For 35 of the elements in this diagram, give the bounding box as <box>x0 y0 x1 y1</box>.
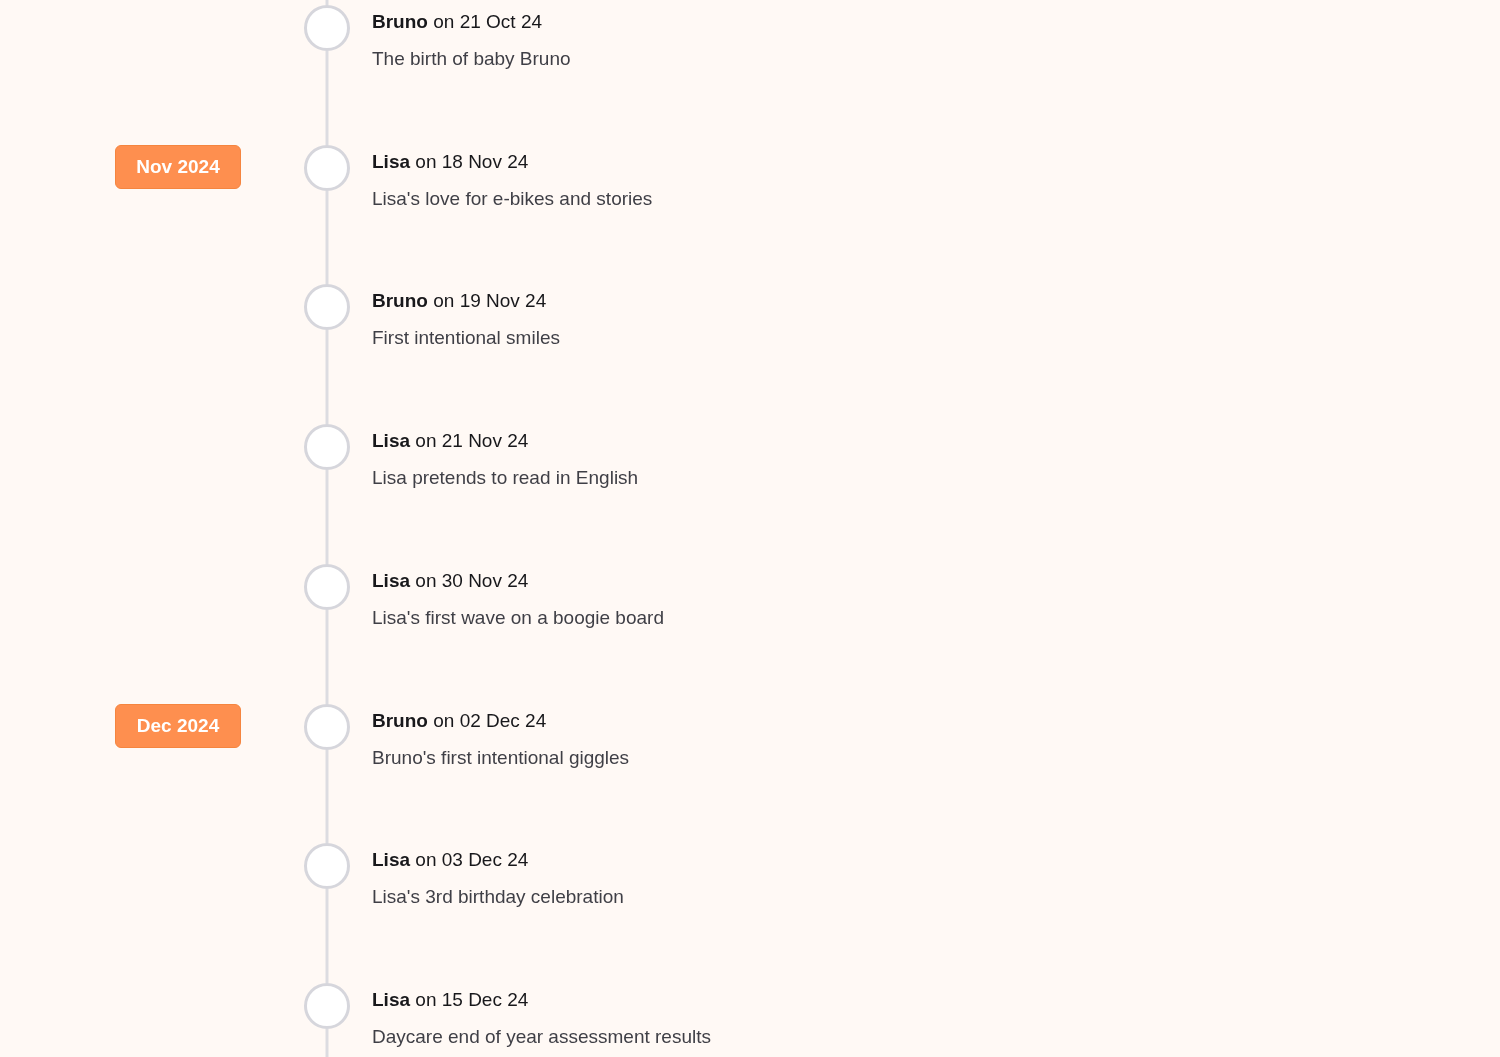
event-heading: Lisa on 03 Dec 24 <box>372 848 529 872</box>
event-description: Lisa's first wave on a boogie board <box>372 606 664 630</box>
event-description: Daycare end of year assessment results <box>372 1025 711 1049</box>
event-description: The birth of baby Bruno <box>372 47 571 71</box>
event-heading: Lisa on 15 Dec 24 <box>372 988 529 1012</box>
timeline-line <box>325 750 329 843</box>
event-description: Lisa's love for e-bikes and stories <box>372 187 653 211</box>
event-description: First intentional smiles <box>372 326 560 350</box>
timeline-circle <box>304 424 350 470</box>
event-heading: Bruno on 19 Nov 24 <box>372 289 547 313</box>
timeline-line <box>325 330 329 424</box>
month-tag: Nov 2024 <box>115 145 241 189</box>
event-heading: Bruno on 02 Dec 24 <box>372 709 547 733</box>
timeline-line <box>325 51 329 145</box>
timeline-line <box>325 470 329 564</box>
timeline-line <box>325 1029 329 1057</box>
timeline-circle <box>304 284 350 330</box>
timeline-line <box>325 889 329 983</box>
timeline-circle <box>304 5 350 51</box>
timeline-circle <box>304 843 350 889</box>
event-description: Lisa's 3rd birthday celebration <box>372 885 624 909</box>
event-heading: Lisa on 30 Nov 24 <box>372 569 529 593</box>
timeline-circle <box>304 983 350 1029</box>
event-heading: Lisa on 18 Nov 24 <box>372 150 529 174</box>
month-tag: Dec 2024 <box>115 704 241 748</box>
timeline-circle <box>304 564 350 610</box>
timeline-line <box>325 191 329 284</box>
event-heading: Lisa on 21 Nov 24 <box>372 429 529 453</box>
event-description: Bruno's first intentional giggles <box>372 746 630 770</box>
timeline-line <box>325 610 329 704</box>
timeline-line <box>325 0 329 5</box>
event-description: Lisa pretends to read in English <box>372 466 639 490</box>
event-heading: Bruno on 21 Oct 24 <box>372 10 542 34</box>
timeline-circle <box>304 704 350 750</box>
timeline-circle <box>304 145 350 191</box>
